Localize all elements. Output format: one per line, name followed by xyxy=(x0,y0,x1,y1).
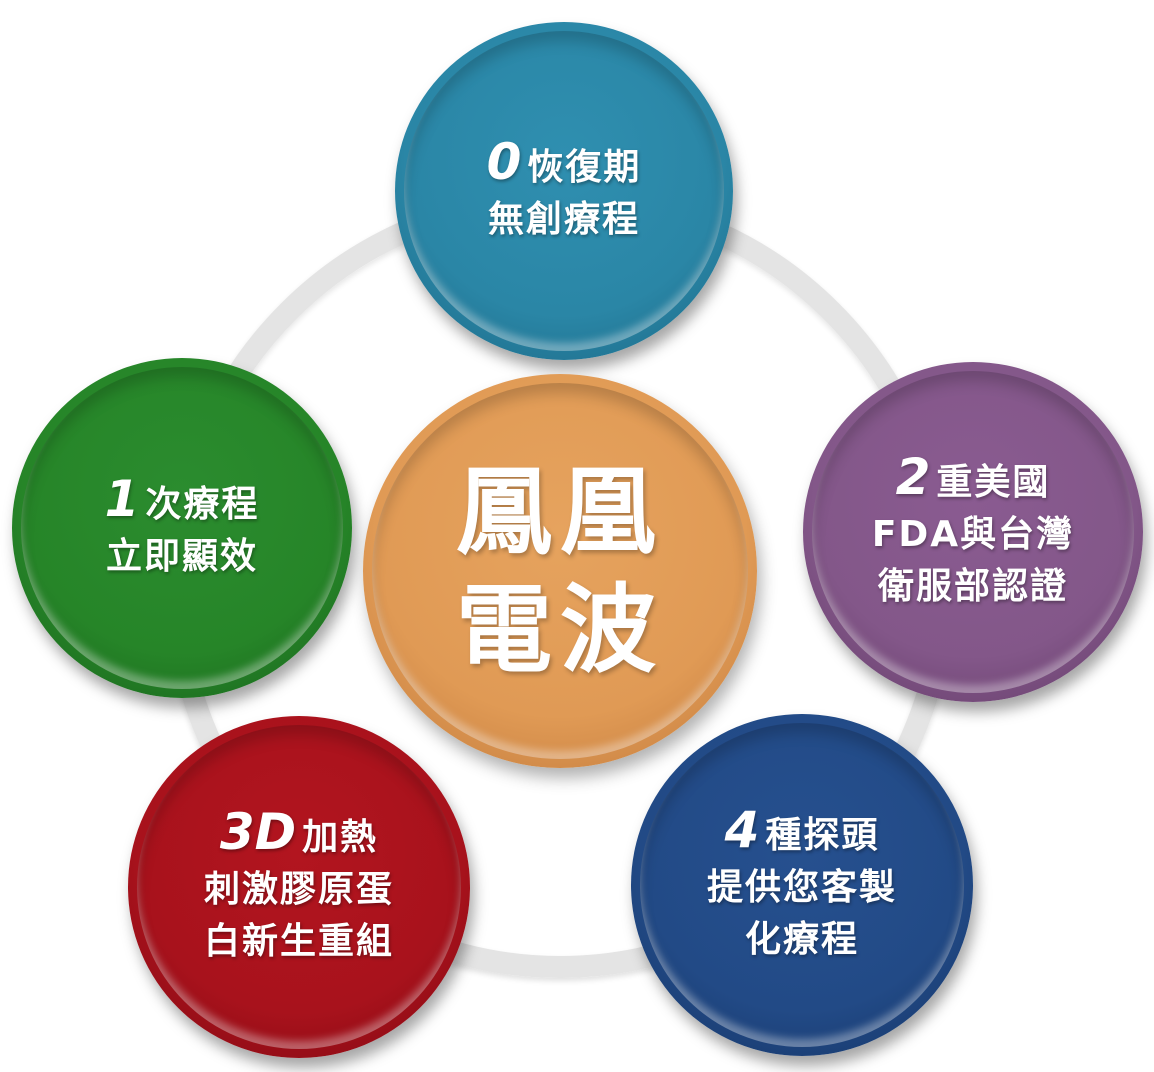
center-node: 鳳凰 電波 xyxy=(363,374,757,768)
node-top-number: 0 xyxy=(486,133,522,191)
node-right-line2: FDA與台灣 xyxy=(871,514,1075,555)
node-right-text1: 重美國 xyxy=(936,462,1051,503)
node-left-line2: 立即顯效 xyxy=(105,536,258,577)
node-left-text1: 次療程 xyxy=(145,484,260,525)
node-top-line2: 無創療程 xyxy=(487,199,640,240)
center-title-line2: 電波 xyxy=(456,574,664,686)
node-br-number: 4 xyxy=(724,801,760,859)
node-bl-text1: 加熱 xyxy=(302,817,379,858)
node-left-number: 1 xyxy=(104,470,140,528)
node-br-text1: 種探頭 xyxy=(765,815,880,856)
center-title-line1: 鳳凰 xyxy=(456,456,664,568)
node-br-line2: 提供您客製 xyxy=(706,867,897,908)
node-br-line3: 化療程 xyxy=(744,919,859,960)
node-bl-number: 3D xyxy=(219,803,297,861)
node-right-line3: 衛服部認證 xyxy=(877,566,1068,607)
node-top-text1: 恢復期 xyxy=(527,147,642,188)
node-right-number: 2 xyxy=(895,448,931,506)
node-bl-line3: 白新生重組 xyxy=(203,921,394,962)
node-bl-line2: 刺激膠原蛋 xyxy=(203,869,394,910)
